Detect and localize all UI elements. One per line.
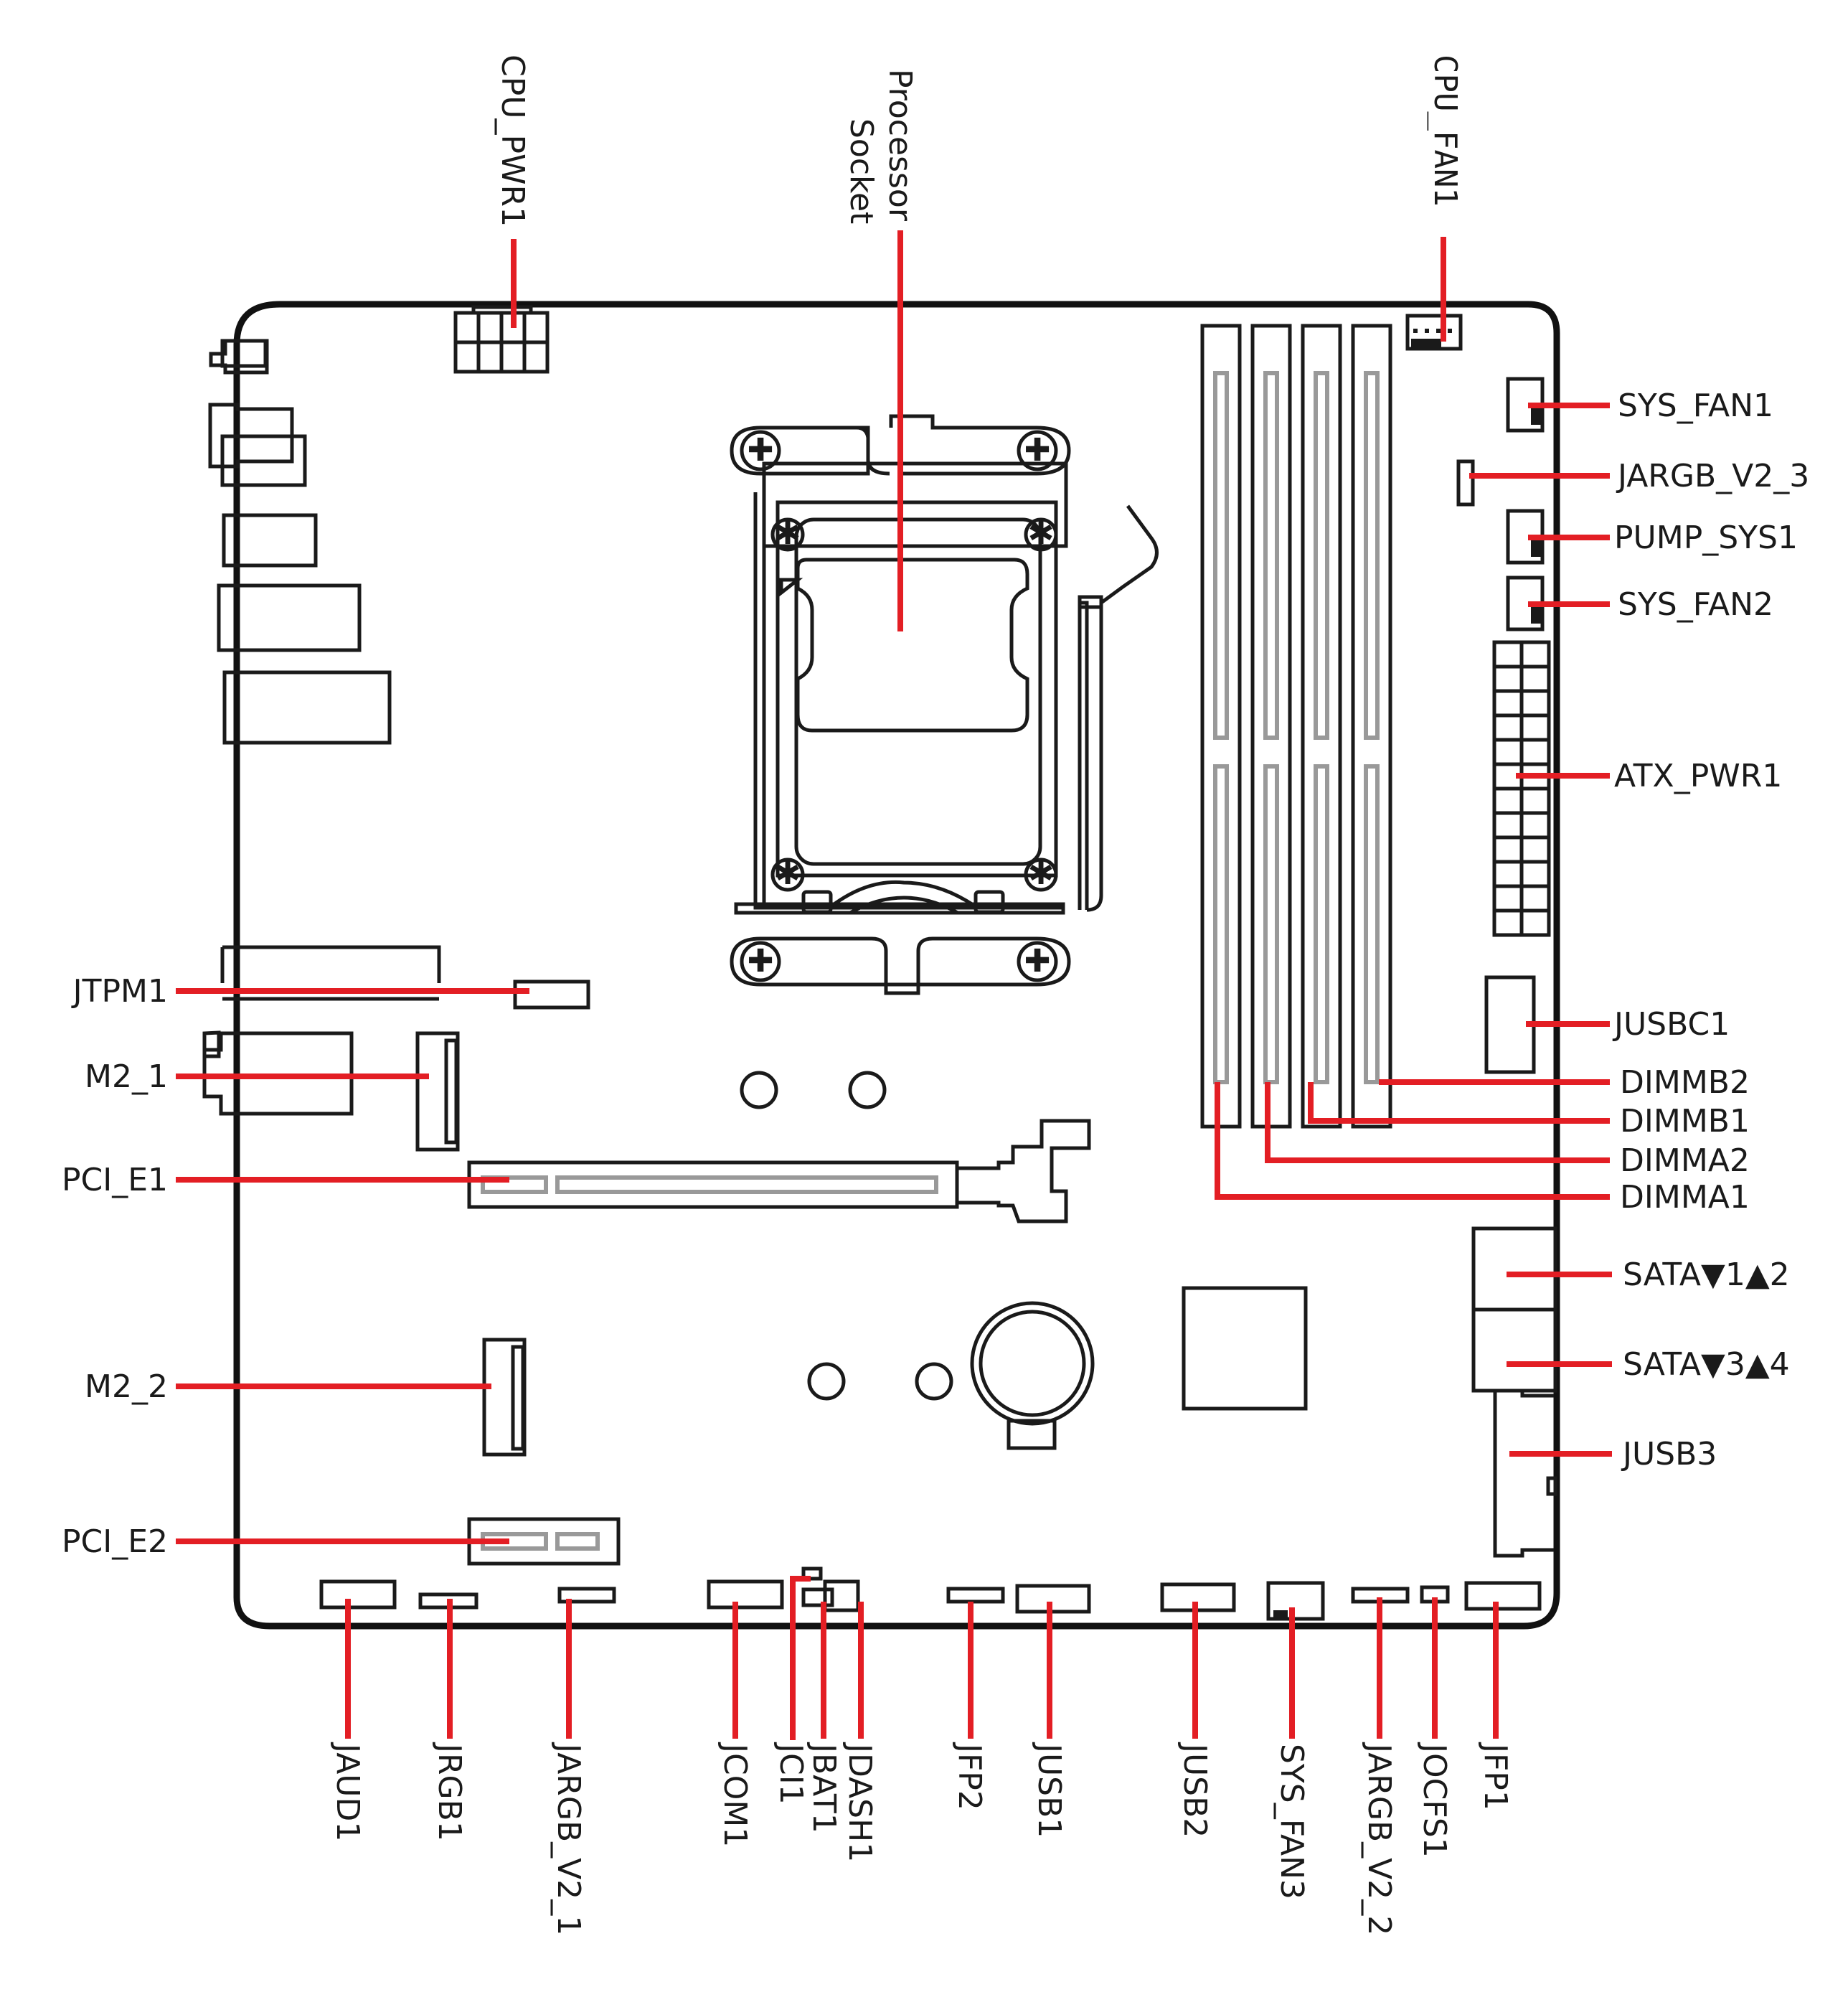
label-jfp1: JFP1 <box>1477 1742 1514 1810</box>
atx-pin-cell <box>1492 640 1524 669</box>
atx-pin-cell <box>1519 689 1551 718</box>
atx-pin-cell <box>1519 835 1551 864</box>
atx-pin-cell <box>1492 786 1524 815</box>
label-dimma1: DIMMA1 <box>1620 1179 1750 1216</box>
atx-pin-cell <box>1519 640 1551 669</box>
label-dimmb2: DIMMB2 <box>1620 1064 1750 1101</box>
label-processor-socket-line1: Processor <box>882 69 918 222</box>
right-labels: SYS_FAN1 JARGB_V2_3 PUMP_SYS1 SYS_FAN2 A… <box>1612 387 1809 1472</box>
torx-screw-icon: ✱ <box>775 515 801 552</box>
leader-dimma2 <box>1265 1082 1610 1163</box>
top-labels: CPU_PWR1 Processor Socket CPU_FAN1 <box>494 55 1463 227</box>
label-sata34: SATA▼3▲4 <box>1623 1346 1790 1383</box>
cpu-pwr1-connector <box>453 305 550 374</box>
label-jusb1: JUSB1 <box>1031 1742 1067 1838</box>
label-jargb-v2-3: JARGB_V2_3 <box>1616 458 1809 494</box>
chipset <box>1182 1286 1308 1411</box>
atx-pin-cell <box>1492 884 1524 913</box>
leader-dimmb1 <box>1308 1082 1610 1124</box>
torx-screw-icon: ✱ <box>1028 515 1055 552</box>
left-labels: JTPM1 M2_1 PCI_E1 M2_2 PCI_E2 <box>62 973 168 1560</box>
label-jrgb1: JRGB1 <box>431 1742 468 1841</box>
atx-pin-cell <box>1492 835 1524 864</box>
pcie-slots <box>467 1119 1091 1566</box>
label-m2-1: M2_1 <box>85 1058 168 1095</box>
screw-icon: ✚ <box>748 943 774 979</box>
atx-pwr1-connector <box>1492 640 1551 937</box>
atx-pin-cell <box>1519 713 1551 742</box>
atx-pin-cell <box>1492 738 1524 766</box>
label-cpu-pwr1: CPU_PWR1 <box>494 55 531 227</box>
atx-pin-cell <box>1519 738 1551 766</box>
label-jcom1: JCOM1 <box>717 1742 753 1847</box>
mounting-holes <box>740 1071 953 1401</box>
cpu-fan1-connector <box>1405 314 1463 351</box>
label-jtpm1: JTPM1 <box>71 973 168 1010</box>
leader-lines <box>176 230 1612 1740</box>
label-jbat1: JBAT1 <box>806 1742 842 1833</box>
label-sata12: SATA▼1▲2 <box>1623 1256 1790 1293</box>
label-sys-fan1: SYS_FAN1 <box>1618 387 1773 424</box>
atx-pin-cell <box>1519 860 1551 888</box>
cmos-battery <box>970 1301 1095 1450</box>
atx-pin-cell <box>1492 713 1524 742</box>
dimm-slots <box>1200 324 1392 1129</box>
atx-pin-cell <box>1492 811 1524 840</box>
atx-pin-cell <box>1492 860 1524 888</box>
label-jargb-v2-1: JARGB_V2_1 <box>550 1742 587 1935</box>
label-pump-sys1: PUMP_SYS1 <box>1614 520 1798 556</box>
jusb3-connector <box>1493 1391 1557 1558</box>
screw-icon: ✚ <box>1024 943 1051 979</box>
sata-ports <box>1471 1226 1557 1393</box>
atx-pin-cell <box>1492 689 1524 718</box>
atx-pin-cell <box>1492 908 1524 937</box>
label-dimma2: DIMMA2 <box>1620 1142 1750 1179</box>
label-pci-e2: PCI_E2 <box>62 1523 168 1560</box>
label-sys-fan2: SYS_FAN2 <box>1618 586 1773 623</box>
label-jdash1: JDASH1 <box>842 1742 878 1862</box>
m2-slots <box>415 1031 527 1457</box>
label-jusbc1: JUSBC1 <box>1612 1006 1730 1043</box>
atx-pin-cell <box>1492 664 1524 693</box>
label-cpu-fan1: CPU_FAN1 <box>1427 55 1463 207</box>
rear-io-panel <box>202 339 441 1116</box>
label-m2-2: M2_2 <box>85 1368 168 1405</box>
label-pci-e1: PCI_E1 <box>62 1162 168 1198</box>
label-jargb-v2-2: JARGB_V2_2 <box>1361 1742 1397 1935</box>
atx-pin-cell <box>1519 664 1551 693</box>
torx-screw-icon: ✱ <box>1028 855 1055 892</box>
label-dimmb1: DIMMB1 <box>1620 1103 1750 1140</box>
atx-pin-cell <box>1519 786 1551 815</box>
label-jaud1: JAUD1 <box>329 1742 366 1841</box>
torx-screw-icon: ✱ <box>775 855 801 892</box>
right-fan-headers <box>1456 377 1545 631</box>
label-processor-socket-line2: Socket <box>843 118 880 224</box>
label-atx-pwr1: ATX_PWR1 <box>1614 758 1782 794</box>
label-sys-fan3: SYS_FAN3 <box>1273 1744 1310 1899</box>
label-jusb2: JUSB2 <box>1177 1742 1213 1838</box>
processor-socket: ✚ ✚ ✱ ✱ ✱ ✱ ✚ ✚ <box>730 414 1159 995</box>
bottom-headers <box>319 1566 1542 1621</box>
leader-jci1 <box>790 1576 811 1740</box>
label-jfp2: JFP2 <box>951 1742 988 1810</box>
atx-pin-cell <box>1519 908 1551 937</box>
label-jusb3: JUSB3 <box>1621 1436 1717 1472</box>
jtpm1-header <box>513 979 590 1010</box>
bottom-labels: JAUD1 JRGB1 JARGB_V2_1 JCOM1 JCI1 JBAT1 … <box>329 1742 1514 1935</box>
atx-pin-cell <box>1519 884 1551 913</box>
label-jci1: JCI1 <box>773 1742 809 1805</box>
leader-dimma1 <box>1215 1082 1610 1200</box>
board-outline <box>233 301 1560 1630</box>
label-jocfs1: JOCFS1 <box>1416 1742 1453 1858</box>
atx-pin-cell <box>1519 811 1551 840</box>
